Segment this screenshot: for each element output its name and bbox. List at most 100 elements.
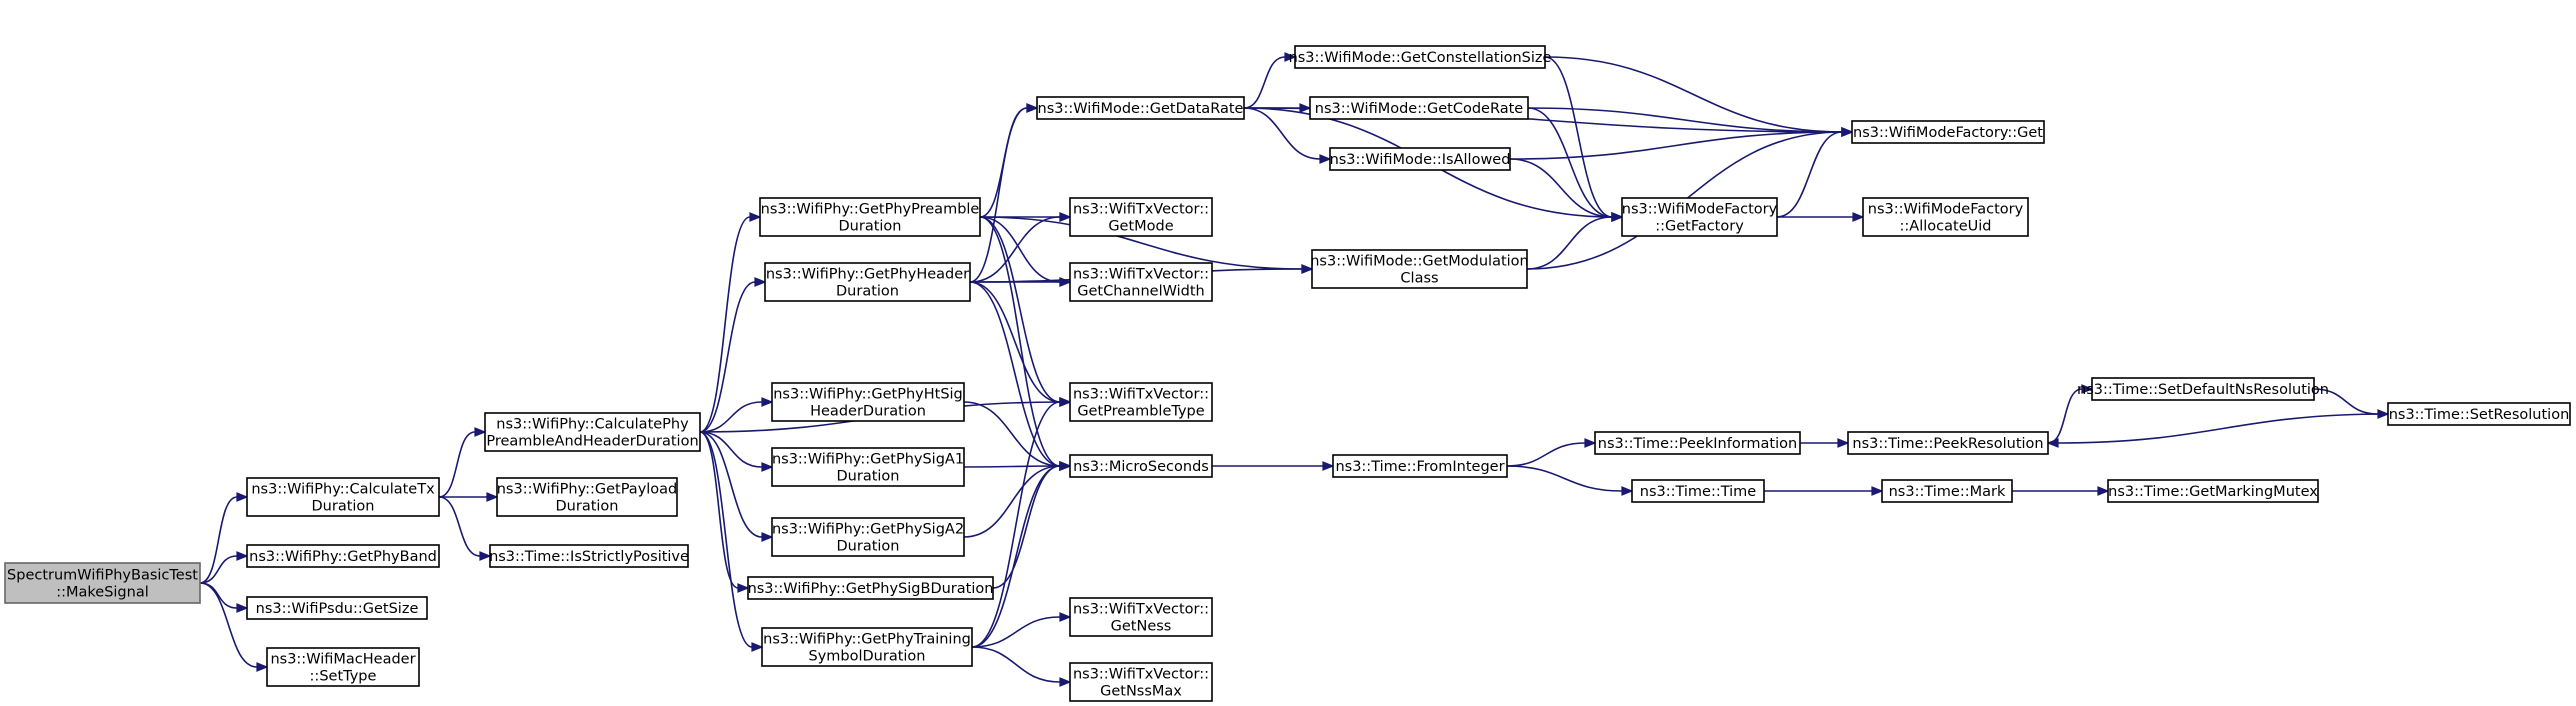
edge-arrowhead xyxy=(1584,438,1597,448)
node-label: ns3::WifiPhy::GetPhyTraining xyxy=(763,632,971,648)
edge-getPreambleDur-to-microSeconds xyxy=(979,216,1061,467)
node-timeTime[interactable]: ns3::Time::Time xyxy=(1631,479,1765,503)
node-fromInteger[interactable]: ns3::Time::FromInteger xyxy=(1332,454,1508,478)
node-calcPreamble[interactable]: ns3::WifiPhy::CalculatePhyPreambleAndHea… xyxy=(484,412,701,452)
node-txGetMode[interactable]: ns3::WifiTxVector::GetMode xyxy=(1069,197,1213,237)
edge-arrowhead xyxy=(737,583,750,593)
edge-arrowhead xyxy=(479,551,492,561)
node-label: ns3::WifiModeFactory xyxy=(1868,202,2024,218)
node-txGetChannelWidth[interactable]: ns3::WifiTxVector::GetChannelWidth xyxy=(1069,262,1213,302)
edge-arrowhead xyxy=(1026,103,1039,113)
node-getMarkingMutex[interactable]: ns3::Time::GetMarkingMutex xyxy=(2107,479,2319,503)
edge-getModClass-to-getFactory xyxy=(1526,216,1613,270)
node-label: ::AllocateUid xyxy=(1900,219,1992,235)
edge-setDefaultNsRes-to-setResolution xyxy=(2313,388,2379,415)
node-box xyxy=(1069,382,1213,422)
edge-arrowhead xyxy=(761,532,774,542)
edge-arrowhead xyxy=(474,427,487,437)
node-label: ns3::Time::GetMarkingMutex xyxy=(2108,484,2318,500)
node-label: ns3::WifiTxVector:: xyxy=(1073,387,1209,403)
node-isStrictlyPositive[interactable]: ns3::Time::IsStrictlyPositive xyxy=(489,544,689,568)
edge-calcTx-to-calcPreamble xyxy=(438,431,476,498)
node-box xyxy=(747,576,994,600)
node-label: SpectrumWifiPhyBasicTest xyxy=(7,568,198,584)
node-box xyxy=(1069,662,1213,702)
edge-getCodeRate-to-getFactory xyxy=(1527,107,1613,218)
edge-arrowhead xyxy=(236,551,249,561)
edge-arrowhead xyxy=(1059,397,1072,407)
node-label: ns3::WifiMode::GetModulation xyxy=(1310,254,1529,270)
edge-arrowhead xyxy=(1322,461,1335,471)
node-label: ns3::Time::FromInteger xyxy=(1335,459,1504,475)
edge-root-to-macSetType xyxy=(199,582,258,668)
node-getCodeRate[interactable]: ns3::WifiMode::GetCodeRate xyxy=(1309,96,1529,120)
edge-arrowhead xyxy=(751,642,764,652)
edge-arrowhead xyxy=(1059,212,1072,222)
edge-arrowhead xyxy=(1059,461,1072,471)
node-getSigB[interactable]: ns3::WifiPhy::GetPhySigBDuration xyxy=(747,576,994,600)
edge-fromInteger-to-peekInfo xyxy=(1506,442,1586,467)
node-txGetPreambleType[interactable]: ns3::WifiTxVector::GetPreambleType xyxy=(1069,382,1213,422)
node-psduGetSize[interactable]: ns3::WifiPsdu::GetSize xyxy=(246,596,428,620)
node-getTraining[interactable]: ns3::WifiPhy::GetPhyTrainingSymbolDurati… xyxy=(761,627,973,667)
node-getConstellation[interactable]: ns3::WifiMode::GetConstellationSize xyxy=(1289,45,1552,69)
node-label: ns3::WifiMode::GetDataRate xyxy=(1038,101,1244,117)
node-txGetNess[interactable]: ns3::WifiTxVector::GetNess xyxy=(1069,597,1213,637)
node-box xyxy=(246,477,440,517)
edge-getPreambleDur-to-getModClass xyxy=(979,216,1303,270)
node-peekInfo[interactable]: ns3::Time::PeekInformation xyxy=(1594,431,1801,455)
edge-arrowhead xyxy=(236,492,249,502)
edge-getTraining-to-txGetNess xyxy=(971,616,1061,648)
node-getPhyBand[interactable]: ns3::WifiPhy::GetPhyBand xyxy=(246,544,440,568)
node-box xyxy=(1881,479,2013,503)
node-box xyxy=(1069,597,1213,637)
edge-getHtSig-to-microSeconds xyxy=(963,401,1061,467)
node-getFactory[interactable]: ns3::WifiModeFactory::GetFactory xyxy=(1621,197,1778,237)
node-box xyxy=(484,412,701,452)
node-label: ns3::WifiTxVector:: xyxy=(1073,602,1209,618)
node-setResolution[interactable]: ns3::Time::SetResolution xyxy=(2387,402,2571,426)
node-label: ns3::Time::Time xyxy=(1640,484,1757,500)
node-box xyxy=(771,517,965,557)
node-box xyxy=(771,447,965,487)
node-box xyxy=(1332,454,1508,478)
edge-isAllowed-to-factoryGet xyxy=(1509,131,1843,160)
node-label: Duration xyxy=(312,499,375,515)
node-getDataRate[interactable]: ns3::WifiMode::GetDataRate xyxy=(1036,96,1245,120)
edge-getPreambleDur-to-txGetChannelWidth xyxy=(979,216,1061,283)
node-macSetType[interactable]: ns3::WifiMacHeader::SetType xyxy=(266,647,420,687)
node-factoryGet[interactable]: ns3::WifiModeFactory::Get xyxy=(1851,120,2045,144)
node-label: GetPreambleType xyxy=(1077,404,1204,420)
edge-getDataRate-to-getConstellation xyxy=(1243,56,1286,109)
node-box xyxy=(1631,479,1765,503)
node-label: ns3::WifiPhy::CalculatePhy xyxy=(496,417,689,433)
edge-arrowhead xyxy=(236,603,249,613)
node-label: Duration xyxy=(836,284,899,300)
node-microSeconds[interactable]: ns3::MicroSeconds xyxy=(1069,454,1213,478)
node-label: SymbolDuration xyxy=(809,649,926,665)
edge-arrowhead xyxy=(761,462,774,472)
node-label: ns3::WifiPhy::GetPhyBand xyxy=(249,549,437,565)
node-setDefaultNsRes[interactable]: ns3::Time::SetDefaultNsResolution xyxy=(2077,377,2329,401)
node-root: SpectrumWifiPhyBasicTest::MakeSignal xyxy=(4,562,201,604)
node-label: HeaderDuration xyxy=(810,404,926,420)
node-isAllowed[interactable]: ns3::WifiMode::IsAllowed xyxy=(1329,147,1511,171)
node-box xyxy=(1036,96,1245,120)
edge-getSigA2-to-microSeconds xyxy=(963,465,1061,538)
edge-getPreambleDur-to-txGetPreambleType xyxy=(979,216,1061,403)
node-peekRes[interactable]: ns3::Time::PeekResolution xyxy=(1847,431,2049,455)
node-box xyxy=(246,596,428,620)
node-allocateUid[interactable]: ns3::WifiModeFactory::AllocateUid xyxy=(1862,197,2029,237)
node-txGetNssMax[interactable]: ns3::WifiTxVector::GetNssMax xyxy=(1069,662,1213,702)
node-box xyxy=(1311,249,1528,289)
node-timeMark[interactable]: ns3::Time::Mark xyxy=(1881,479,2013,503)
